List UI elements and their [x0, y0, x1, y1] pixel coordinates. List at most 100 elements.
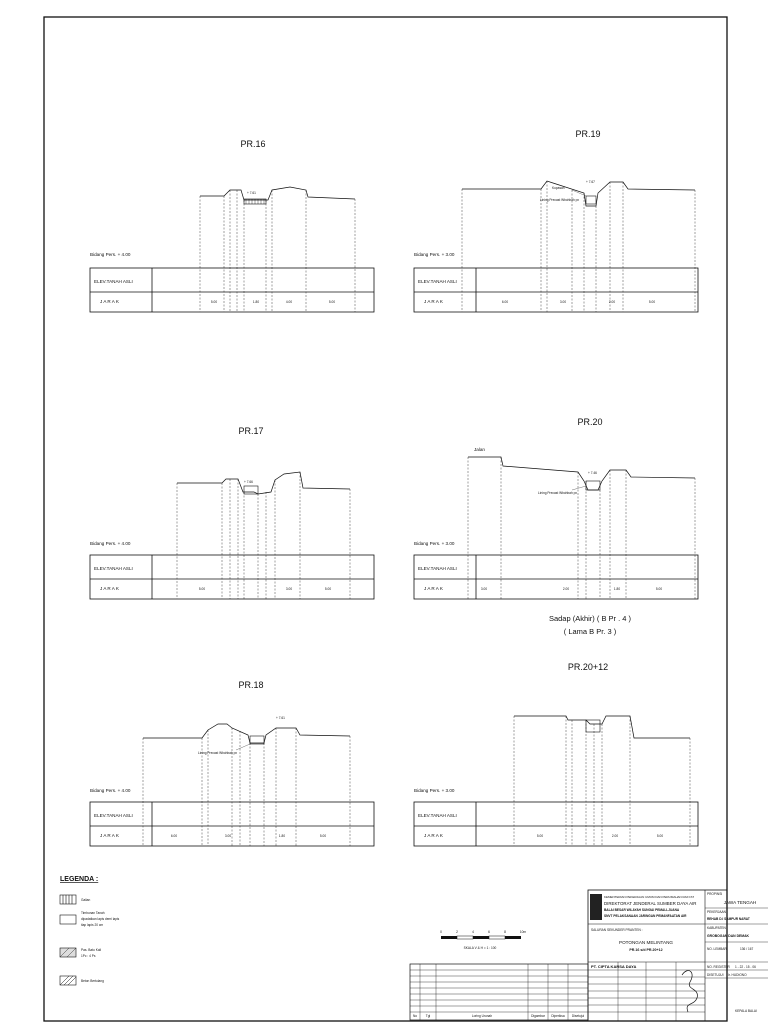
distance-value: 3.00: [481, 587, 487, 591]
left-note: Jalan: [474, 447, 485, 452]
legend-sub: 1Pc : 4 Ps: [81, 954, 96, 958]
scale-tick: 10m: [520, 930, 527, 934]
rev-col-date: Tgl: [426, 1014, 431, 1018]
ditch-level: + 7.67: [586, 180, 595, 184]
section-pr20: PR.20 Jalan + 7.46 Lining Precast Wbohba…: [413, 417, 699, 600]
jarak-label: J A R A K: [424, 833, 444, 838]
rev-col-drawn: Digambar: [531, 1014, 546, 1018]
region-value: GROBOGAN DAN DEMAK: [707, 934, 750, 938]
legend-label: Beton Bertulang: [81, 979, 104, 983]
legend-label: Galian: [81, 898, 90, 902]
snvt-name: SNVT PELAKSANAAN JARINGAN PEMANFAATAN AI…: [604, 914, 687, 918]
data-table: [413, 267, 699, 313]
ground-profile: [143, 723, 351, 744]
consultant-name: PT. CIPTA KARSA DAYA: [591, 964, 636, 969]
distance-value: 3.00: [225, 834, 231, 838]
distance-value: 2.00: [612, 834, 618, 838]
distance-value: 5.00: [199, 587, 205, 591]
scale-bar: 0 2 4 6 8 10m SKALA V & H = 1 : 100: [440, 930, 526, 950]
section-title: PR.16: [240, 139, 265, 149]
legend-swatch-batu-kali: [59, 947, 77, 958]
sheet-no-label: NO. LEMBAR: [707, 947, 727, 951]
scale-tick: 0: [440, 930, 442, 934]
ground-profile: [200, 186, 356, 201]
distance-value: 4.00: [286, 300, 292, 304]
jarak-label: J A R A K: [424, 586, 444, 591]
elev-label: ELEV.TANAH ASLI: [418, 813, 457, 818]
legend-label: Timbunan Tanah: [81, 911, 105, 915]
approved-label: DISETUJUI: [707, 973, 724, 977]
legend-swatch-galian: [59, 894, 77, 905]
station-lines: [513, 716, 691, 846]
datum-label: Bidang Pers. + 3.00: [414, 788, 455, 793]
elev-label: ELEV.TANAH ASLI: [94, 566, 133, 571]
ground-profile: [462, 180, 696, 207]
ditch-level: + 7.61: [247, 191, 256, 195]
distance-value: 2.00: [563, 587, 569, 591]
datum-label: Bidang Pers. + 4.00: [90, 541, 131, 546]
distance-value: 3.00: [560, 300, 566, 304]
data-table: [413, 554, 699, 600]
section-title: PR.19: [575, 129, 600, 139]
rev-col-no: No: [413, 1014, 417, 1018]
rev-col-desc: Loring Urunah: [472, 1014, 492, 1018]
section-title: PR.18: [238, 680, 263, 690]
rev-col-approved: Disetujui: [572, 1014, 585, 1018]
scale-tick: 6: [488, 930, 490, 934]
distance-value: 6.00: [502, 300, 508, 304]
legend: LEGENDA : Galian Timbunan Tanah dipadatk…: [59, 876, 120, 986]
ground-profile: [177, 471, 351, 495]
province-label: PROPINSI: [707, 892, 722, 896]
section-pr20-12: PR.20+12 Bidang Pers. + 3.00 ELEV.TANAH …: [413, 662, 699, 847]
elev-label: ELEV.TANAH ASLI: [418, 566, 457, 571]
legend-title: LEGENDA :: [60, 876, 98, 883]
lining-ditch: [249, 735, 265, 745]
ground-profile: [468, 456, 696, 491]
data-table: [89, 554, 375, 600]
sadap-note-old: ( Lama B Pr. 3 ): [564, 627, 617, 636]
stamp-text: KEPALA BALAI: [735, 1009, 757, 1013]
distance-value: 6.00: [171, 834, 177, 838]
datum-label: Bidang Pers. + 4.00: [90, 252, 131, 257]
revision-table: No Tgl Loring Urunah Digambar Diperiksa …: [409, 963, 589, 1021]
section-pr17: PR.17 + 7.66 Bidang Pers. + 4.00 ELEV.TA…: [89, 426, 375, 600]
region-label: KABUPATEN: [707, 926, 727, 930]
directorate-name: DIREKTORAT JENDERAL SUMBER DAYA AIR: [604, 901, 696, 906]
structure-box: [585, 719, 601, 733]
distance-value: 5.00: [320, 834, 326, 838]
lining-ditch: [243, 485, 259, 495]
signature-mark: [681, 970, 698, 1013]
section-title: PR.20+12: [568, 662, 608, 672]
jarak-label: J A R A K: [100, 586, 120, 591]
balai-name: BALAI BESAR WILAYAH SUNGAI PEMALI-JUANA: [604, 908, 680, 912]
scale-tick: 4: [472, 930, 474, 934]
drawing-range: PR.16 s/d PR.20+12: [629, 948, 662, 952]
datum-label: Bidang Pers. + 3.00: [414, 252, 455, 257]
scale-tick: 2: [456, 930, 458, 934]
data-table: [413, 801, 699, 847]
sheet-border: [43, 16, 728, 1022]
station-lines: [199, 190, 356, 312]
distance-value: 1.80: [614, 587, 620, 591]
lining-ditch: [585, 480, 601, 491]
elev-label: ELEV.TANAH ASLI: [94, 813, 133, 818]
datum-label: Bidang Pers. + 4.00: [90, 788, 131, 793]
data-table: [89, 267, 375, 313]
section-title: PR.20: [577, 417, 602, 427]
ditch-note: Lining Precast Wbohbah px: [538, 491, 577, 495]
drawing-title: POTONGAN MELINTANG: [619, 940, 673, 945]
jarak-label: J A R A K: [100, 833, 120, 838]
scale-tick: 8: [504, 930, 506, 934]
ditch-level: + 7.46: [588, 471, 597, 475]
station-lines: [142, 728, 351, 846]
ditch-level: + 7.61: [276, 716, 285, 720]
register-label: NO. REGISTER: [707, 965, 731, 969]
section-title: PR.17: [238, 426, 263, 436]
section-pr19: PR.19 + 7.67 Kupasan Lining Precast Wboh…: [413, 129, 699, 313]
distance-value: 5.00: [656, 587, 662, 591]
channel-label: SALURAN SEKUNDER PRANTEN :: [591, 928, 643, 932]
legend-label: Pas. Batu Kali: [81, 948, 101, 952]
ground-profile: [514, 715, 690, 739]
distance-value: 5.00: [211, 300, 217, 304]
